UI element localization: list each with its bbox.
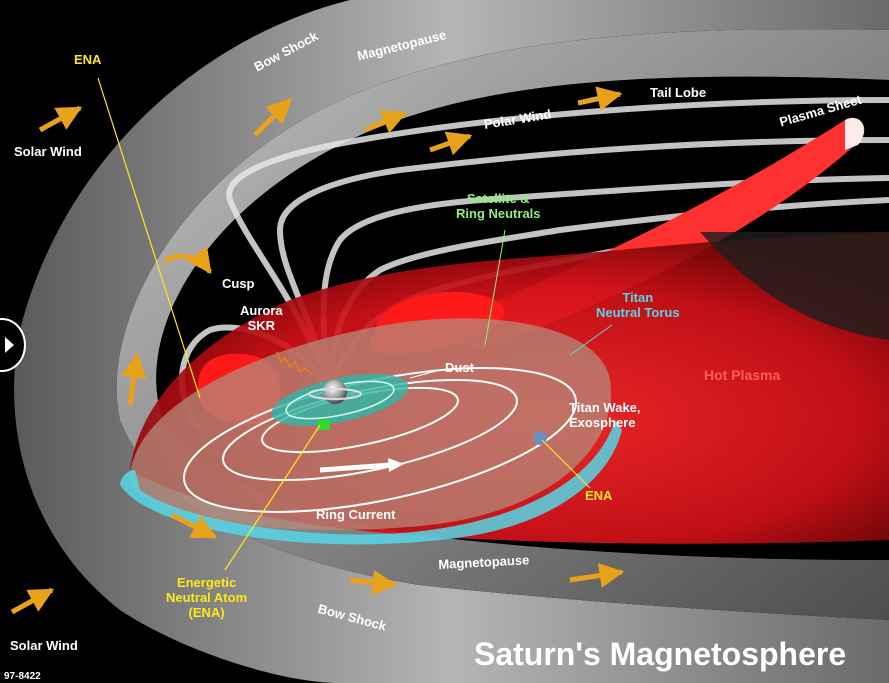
cusp-label: Cusp (222, 276, 255, 291)
satellite-ring-neutrals-label: Satellite & Ring Neutrals (456, 191, 541, 221)
titan-wake-label: Titan Wake, Exosphere (569, 400, 641, 430)
aurora-skr-label: Aurora SKR (240, 303, 283, 333)
tail-lobe-label: Tail Lobe (650, 85, 707, 100)
energetic-neutral-atom-label: Energetic Neutral Atom (ENA) (166, 575, 248, 620)
ena-top-label: ENA (74, 52, 102, 67)
hot-plasma-label: Hot Plasma (704, 367, 781, 383)
solar-wind-bottom-label: Solar Wind (10, 638, 78, 653)
ena-right-label: ENA (585, 488, 613, 503)
titan-neutral-torus-label: Titan Neutral Torus (596, 290, 680, 320)
ring-current-label: Ring Current (316, 507, 396, 522)
magnetopause-band (116, 29, 889, 621)
figure-id: 97-8422 (4, 671, 41, 682)
dust-label: Dust (445, 360, 474, 375)
play-icon (5, 337, 14, 353)
diagram-title: Saturn's Magnetosphere (474, 636, 847, 672)
flow-arrows (10, 86, 625, 615)
saturn-planet (323, 380, 347, 404)
solar-wind-top-label: Solar Wind (14, 144, 82, 159)
pointer-lines (97, 77, 591, 571)
satellite-marker (318, 420, 330, 430)
